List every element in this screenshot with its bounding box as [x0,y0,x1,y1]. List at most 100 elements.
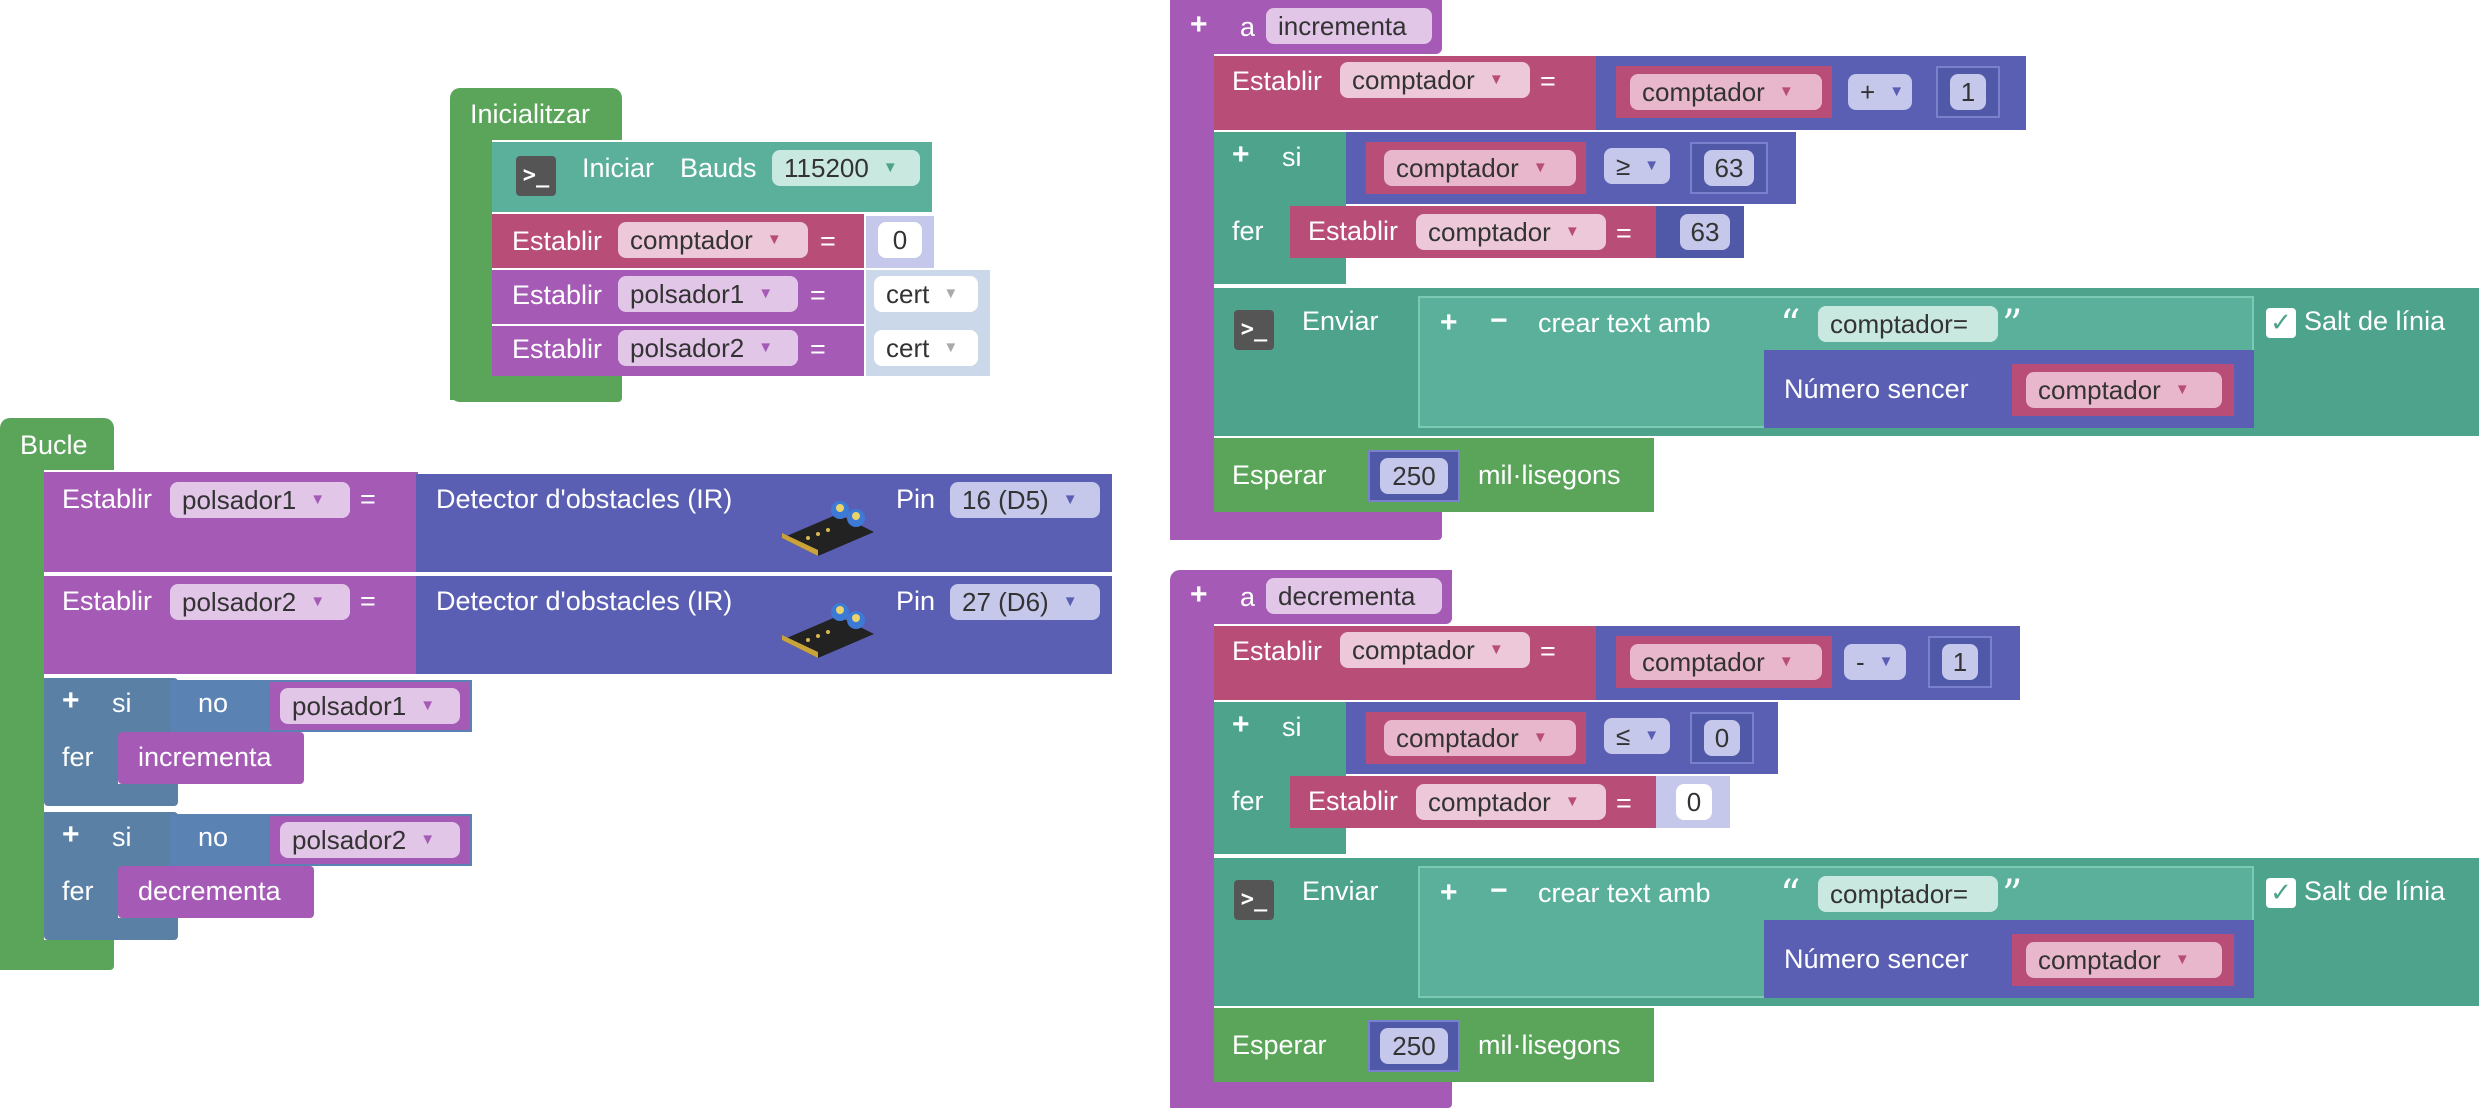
join-minus[interactable]: − [1490,874,1508,907]
if-mutator-plus[interactable]: + [1232,708,1250,741]
compare-op-dropdown[interactable]: ≤▼ [1604,718,1670,754]
var-comptador-dropdown[interactable]: comptador▼ [2026,372,2222,408]
set-label: Establir [1232,66,1323,96]
bool-cert-dropdown[interactable]: cert▼ [874,276,978,312]
compare-op-dropdown[interactable]: ≥▼ [1604,148,1670,184]
if-block-1[interactable] [44,678,178,738]
var-polsador2-dropdown[interactable]: polsador2▼ [170,584,350,620]
pin2-dropdown[interactable]: 27 (D6)▼ [950,584,1100,620]
set-label: Establir [1232,636,1323,666]
open-quote-icon: “ [1780,302,1801,348]
if-block-2[interactable] [44,812,178,872]
var-comptador-dropdown[interactable]: comptador▼ [618,222,808,258]
ir-sensor-icon [782,501,874,556]
newline-checkbox[interactable]: ✓ [2266,308,2296,338]
pin-label: Pin [896,484,936,514]
call-incrementa-label: incrementa [138,742,272,772]
call-incrementa-block[interactable] [118,732,304,784]
join-plus[interactable]: + [1440,876,1458,909]
do-label: fer [1232,786,1264,816]
var-polsador1-dropdown[interactable]: polsador1▼ [618,276,798,312]
wait-label: Esperar [1232,1030,1327,1060]
equals-label: = [360,484,376,514]
if-block-foot [1214,828,1346,854]
number-zero[interactable]: 0 [878,222,922,258]
var-comptador-dropdown[interactable]: comptador▼ [2026,942,2222,978]
terminal-icon: >_ [516,156,556,196]
create-text-label: crear text amb [1538,878,1711,908]
wait-label: Esperar [1232,460,1327,490]
equals-label: = [1616,218,1632,248]
procedure-name-field[interactable]: incrementa [1266,8,1432,44]
procedure-mutator-plus[interactable]: + [1190,8,1208,41]
procedure-foot [1170,1080,1452,1108]
var-comptador-dropdown[interactable]: comptador▼ [1340,62,1530,98]
var-polsador1-dropdown[interactable]: polsador1▼ [170,482,350,518]
var-comptador-dropdown[interactable]: comptador▼ [1630,74,1822,110]
if-mutator-plus[interactable]: + [62,684,80,717]
var-polsador1-dropdown[interactable]: polsador1▼ [280,688,460,724]
var-comptador-dropdown[interactable]: comptador▼ [1416,214,1606,250]
bauds-dropdown[interactable]: 115200▼ [772,150,920,186]
equals-label: = [810,280,826,310]
var-comptador-dropdown[interactable]: comptador▼ [1340,632,1530,668]
newline-checkbox[interactable]: ✓ [2266,878,2296,908]
call-decrementa-block[interactable] [118,866,314,918]
newline-label: Salt de línia [2304,306,2446,336]
join-plus[interactable]: + [1440,306,1458,339]
bauds-label: Bauds [680,153,757,183]
procedure-name-field[interactable]: decrementa [1266,578,1442,614]
text-field[interactable]: comptador= [1818,876,1998,912]
var-comptador-dropdown[interactable]: comptador▼ [1384,720,1576,756]
wait-value[interactable]: 250 [1380,1028,1448,1064]
if-label: si [112,822,132,852]
if-mutator-plus[interactable]: + [62,818,80,851]
number-limit[interactable]: 63 [1704,150,1754,186]
int-label: Número sencer [1784,944,1969,974]
equals-label: = [820,226,836,256]
ir-sensor-label: Detector d'obstacles (IR) [436,484,733,514]
if-label: si [1282,142,1302,172]
equals-label: = [1540,66,1556,96]
var-polsador2-dropdown[interactable]: polsador2▼ [280,822,460,858]
text-field[interactable]: comptador= [1818,306,1998,342]
if-block[interactable] [1214,132,1346,206]
if-block-1-foot [44,784,178,806]
arith-op-dropdown[interactable]: -▼ [1844,644,1906,680]
if-mutator-plus[interactable]: + [1232,138,1250,171]
bool-cert-dropdown[interactable]: cert▼ [874,330,978,366]
if-block-arm [1214,204,1290,266]
ir-sensor-label: Detector d'obstacles (IR) [436,586,733,616]
int-label: Número sencer [1784,374,1969,404]
procedure-body [1170,610,1214,1108]
var-comptador-dropdown[interactable]: comptador▼ [1630,644,1822,680]
close-quote-icon: ” [2002,872,2023,918]
if-block-2-foot [44,918,178,940]
var-polsador2-dropdown[interactable]: polsador2▼ [618,330,798,366]
number-one[interactable]: 1 [1942,644,1978,680]
if-block-arm [1214,774,1290,836]
loop-foot [0,940,114,970]
number-limit[interactable]: 63 [1680,214,1730,250]
if-label: si [112,688,132,718]
ir-sensor-icon [782,603,874,658]
var-comptador-dropdown[interactable]: comptador▼ [1416,784,1606,820]
wait-value[interactable]: 250 [1380,458,1448,494]
procedure-to-label: a [1240,582,1256,612]
number-limit[interactable]: 0 [1704,720,1740,756]
pin1-dropdown[interactable]: 16 (D5)▼ [950,482,1100,518]
if-block[interactable] [1214,702,1346,776]
number-one[interactable]: 1 [1950,74,1986,110]
procedure-mutator-plus[interactable]: + [1190,578,1208,611]
procedure-body [1170,40,1214,540]
set-label: Establir [62,586,153,616]
send-label: Enviar [1302,876,1379,906]
set-label: Establir [1308,786,1399,816]
join-minus[interactable]: − [1490,304,1508,337]
if-label: si [1282,712,1302,742]
set-label: Establir [62,484,153,514]
equals-label: = [360,586,376,616]
number-limit[interactable]: 0 [1676,784,1712,820]
var-comptador-dropdown[interactable]: comptador▼ [1384,150,1576,186]
arith-op-dropdown[interactable]: +▼ [1848,74,1912,110]
